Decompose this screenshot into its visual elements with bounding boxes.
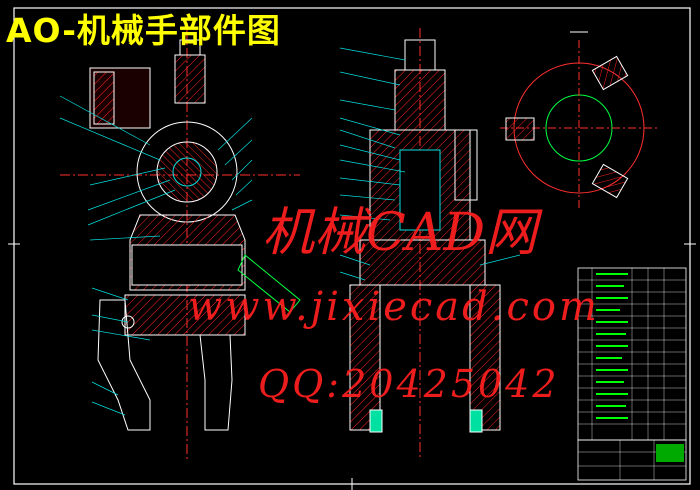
- side-top-block: [394, 69, 446, 131]
- rotary-hub: [172, 157, 202, 187]
- top-view: [500, 31, 660, 210]
- side-lower-body: [359, 239, 486, 286]
- title-block-logo: [656, 444, 684, 462]
- bom-text-marks: [596, 273, 628, 419]
- left-finger: [97, 299, 151, 431]
- watermark-qq: QQ:20425042: [258, 362, 560, 406]
- watermark-site-name: 机械CAD网: [262, 203, 538, 263]
- watermark-url: www.jixiecad.com: [188, 284, 600, 330]
- top-bolt: [174, 54, 206, 104]
- title-block: [577, 267, 687, 481]
- top-view-clamp-left: [505, 117, 535, 141]
- front-view: [59, 30, 301, 460]
- side-view-leaders: [339, 47, 521, 281]
- title-block-main: [577, 439, 687, 481]
- rotary-inner: [156, 141, 218, 203]
- side-inner-bore: [399, 149, 441, 231]
- jaw-base: [124, 294, 246, 336]
- top-view-clamp-upper: [591, 55, 629, 91]
- angled-cylinder: [237, 254, 301, 313]
- side-motor-flange: [454, 129, 478, 201]
- drawing-title: AO-机械手部件图: [6, 11, 281, 50]
- side-section-view: [339, 28, 521, 460]
- bom-rows: [578, 268, 686, 440]
- top-bolt-head: [179, 39, 201, 56]
- top-bracket-hatch: [93, 71, 115, 125]
- side-jaw-pad-left: [369, 409, 383, 433]
- top-view-clamp-lower: [591, 163, 629, 199]
- finger-pivot: [121, 315, 135, 329]
- right-finger: [199, 334, 233, 431]
- side-right-jaw: [469, 284, 501, 431]
- side-jaw-pad-right: [469, 409, 483, 433]
- front-view-leaders: [59, 95, 253, 416]
- middle-plate: [131, 244, 243, 286]
